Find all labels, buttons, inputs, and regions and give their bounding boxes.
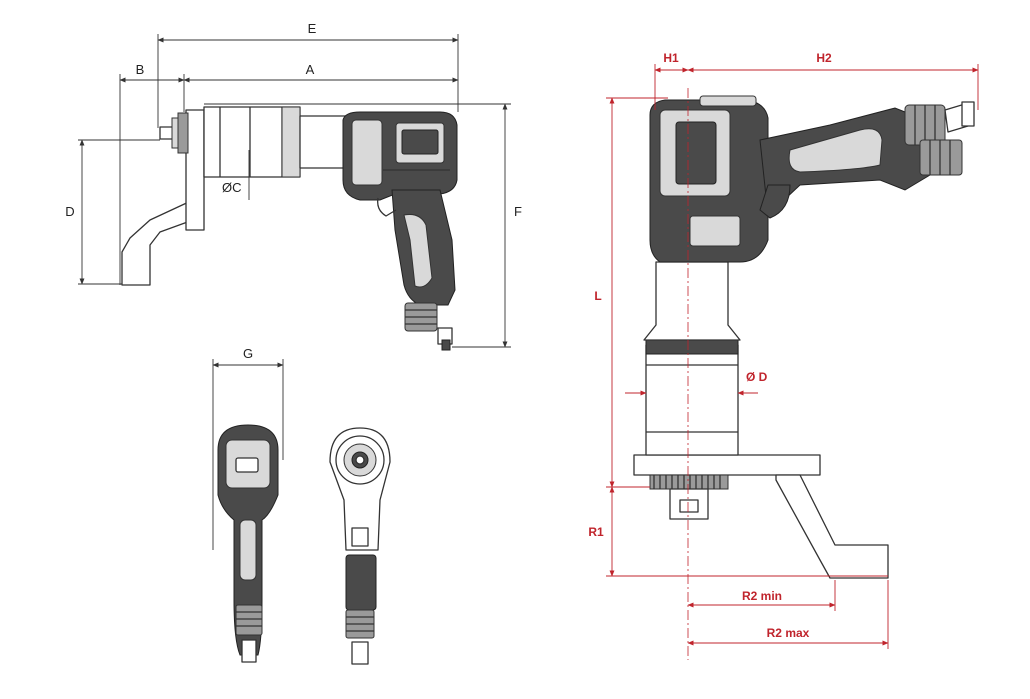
dimension-od-label: Ø D bbox=[746, 370, 768, 384]
dimension-l-label: L bbox=[594, 289, 601, 303]
dimension-g-label: G bbox=[243, 346, 253, 361]
dimension-c-label: ØC bbox=[222, 180, 242, 195]
rear-view-handle: G bbox=[212, 346, 284, 663]
dimension-b-label: B bbox=[136, 62, 145, 77]
dimension-r2-max-label: R2 max bbox=[767, 626, 810, 640]
side-view: E B A D F ØC bbox=[65, 21, 522, 351]
tool-view: H1 H2 L Ø D R1 R2 min R2 max bbox=[588, 51, 979, 660]
dimension-h1-label: H1 bbox=[663, 51, 679, 65]
dimension-e-label: E bbox=[308, 21, 317, 36]
dimension-a-label: A bbox=[306, 62, 315, 77]
dimension-r2-min-label: R2 min bbox=[742, 589, 782, 603]
front-view-head bbox=[329, 427, 391, 665]
dimension-d-label: D bbox=[65, 204, 74, 219]
dimension-h2-label: H2 bbox=[816, 51, 832, 65]
dimension-f-label: F bbox=[514, 204, 522, 219]
dimension-r1-label: R1 bbox=[588, 525, 604, 539]
